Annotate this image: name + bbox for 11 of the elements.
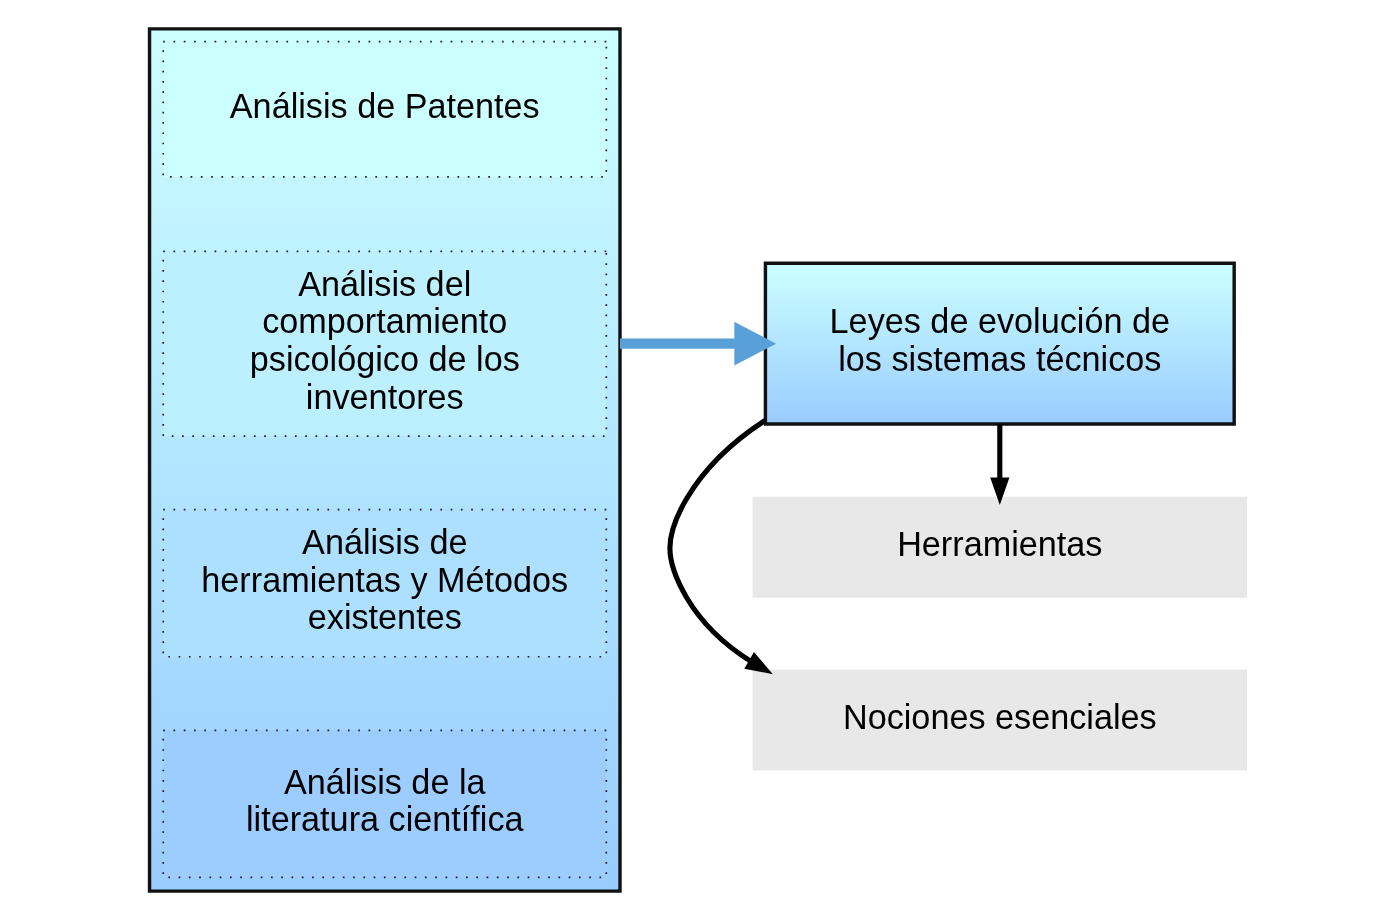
arrow [620, 321, 777, 366]
arrow [667, 418, 773, 675]
node-box: Nociones esenciales [752, 669, 1247, 771]
node-box: Análisis de herramientas y Métodos existentes [162, 508, 608, 658]
node-box: Análisis de Patentes [162, 40, 608, 178]
node-box: Análisis de la literatura científica [162, 729, 608, 879]
node-box: Análisis del comportamiento psicológico de los inventores [162, 250, 608, 437]
node-box: Leyes de evolución de los sistemas técnicos [763, 261, 1236, 426]
cluster [147, 27, 622, 893]
node-box: Herramientas [752, 496, 1247, 598]
arrow [990, 424, 1010, 505]
